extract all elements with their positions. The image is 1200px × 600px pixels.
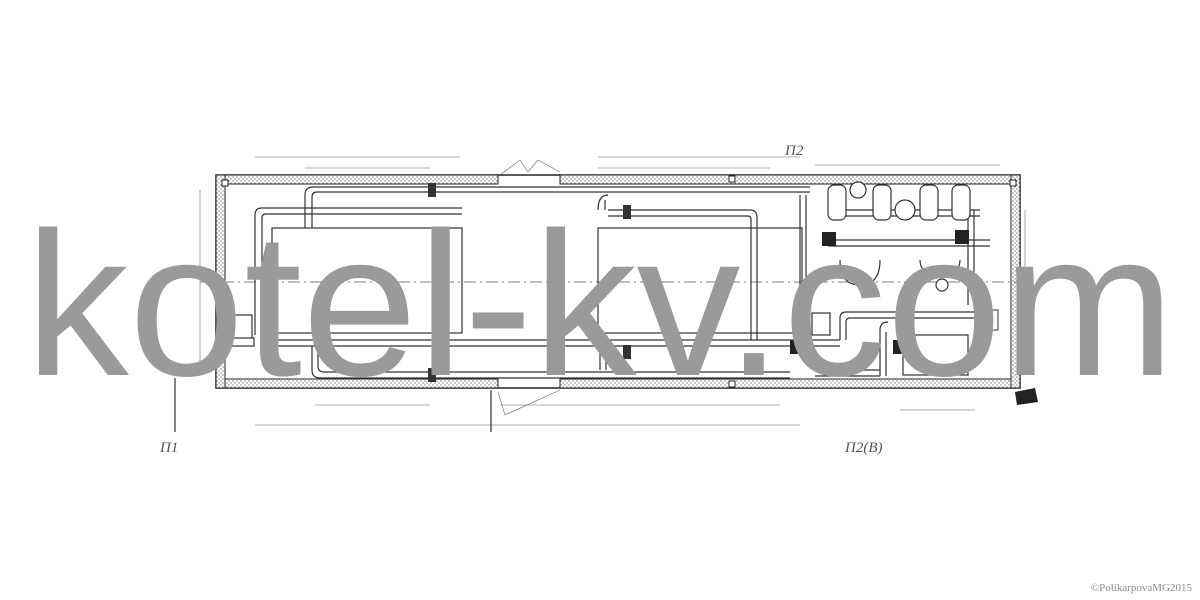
- boiler-2: [597, 227, 803, 334]
- section-label-p1: П1: [159, 440, 178, 456]
- boiler-1: [271, 227, 463, 334]
- equipment: [227, 181, 1038, 405]
- pipework: [254, 186, 990, 379]
- section-label-p2: П2: [784, 143, 804, 159]
- watermark-text: kotel-kv.com: [25, 190, 1175, 419]
- copyright-text: ©PolikarpovaMG2015: [1090, 582, 1192, 594]
- section-label-p2b: П2(В): [844, 440, 883, 456]
- dimension-lines: [174, 156, 1030, 432]
- building-walls: [215, 174, 1021, 389]
